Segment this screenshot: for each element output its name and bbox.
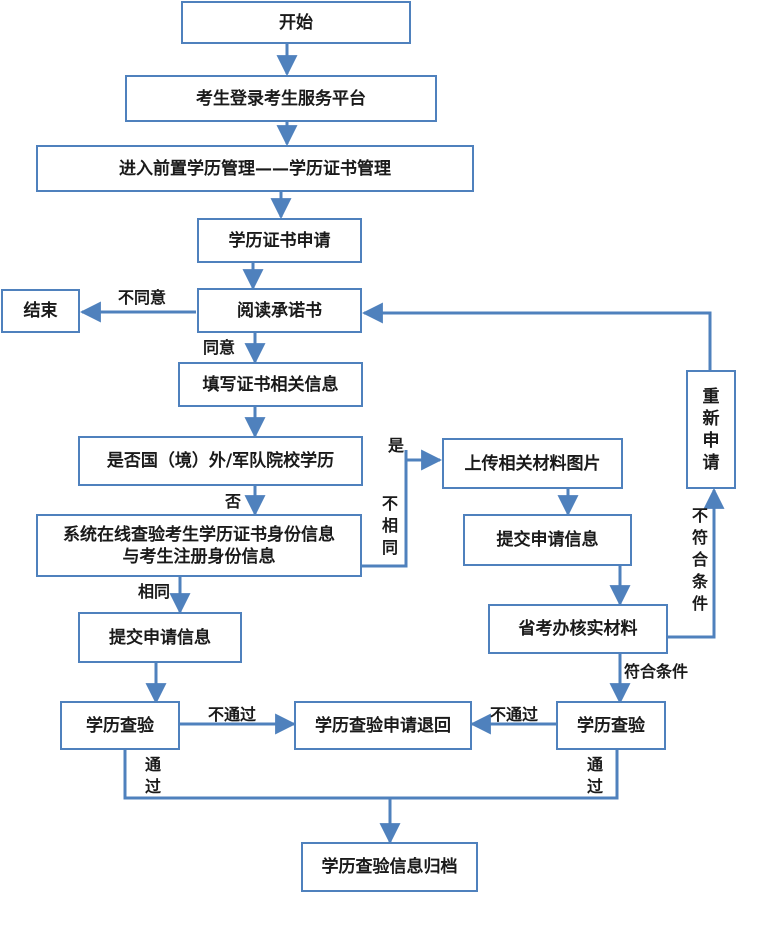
node-provincial-verify: 省考办核实材料: [488, 604, 668, 654]
label-pass-left: 通过: [144, 755, 161, 796]
label-agree: 同意: [203, 338, 236, 357]
arrow-reapply-read: [361, 302, 712, 370]
label-pass-right: 通过: [586, 755, 603, 796]
label-not-pass-left: 不通过: [208, 705, 257, 724]
node-login: 考生登录考生服务平台: [125, 75, 437, 122]
node-fill-info: 填写证书相关信息: [178, 362, 363, 407]
node-apply: 学历证书申请: [197, 218, 362, 263]
label-meets: 符合条件: [624, 662, 689, 681]
label-no: 否: [225, 492, 242, 511]
node-start: 开始: [181, 1, 411, 44]
label-not-same: 不相同: [381, 494, 398, 557]
node-upload: 上传相关材料图片: [442, 438, 623, 489]
label-not-pass-right: 不通过: [490, 705, 539, 724]
node-end: 结束: [1, 289, 80, 333]
node-rejected: 学历查验申请退回: [294, 701, 472, 750]
node-is-foreign: 是否国（境）外/军队院校学历: [78, 436, 363, 486]
node-archive: 学历查验信息归档: [301, 842, 478, 892]
label-yes: 是: [388, 436, 405, 455]
node-submit-left: 提交申请信息: [78, 612, 242, 663]
node-enter: 进入前置学历管理——学历证书管理: [36, 145, 474, 192]
node-submit-right: 提交申请信息: [463, 514, 632, 566]
line-pass-merge: [123, 749, 619, 800]
arrow-notsame-upload: [362, 449, 443, 568]
node-reapply: 重新申请: [686, 370, 736, 489]
node-read-pledge: 阅读承诺书: [197, 288, 362, 333]
arrow-provincial-reapply: [668, 487, 725, 639]
label-disagree: 不同意: [118, 288, 167, 307]
node-online-check: 系统在线查验考生学历证书身份信息 与考生注册身份信息: [36, 514, 362, 577]
label-same: 相同: [138, 582, 171, 601]
node-verify-left: 学历查验: [60, 701, 180, 750]
label-not-meets: 不符合条件: [691, 506, 708, 613]
node-verify-right: 学历查验: [556, 701, 666, 750]
reapply-label: 重新申请: [702, 386, 720, 473]
